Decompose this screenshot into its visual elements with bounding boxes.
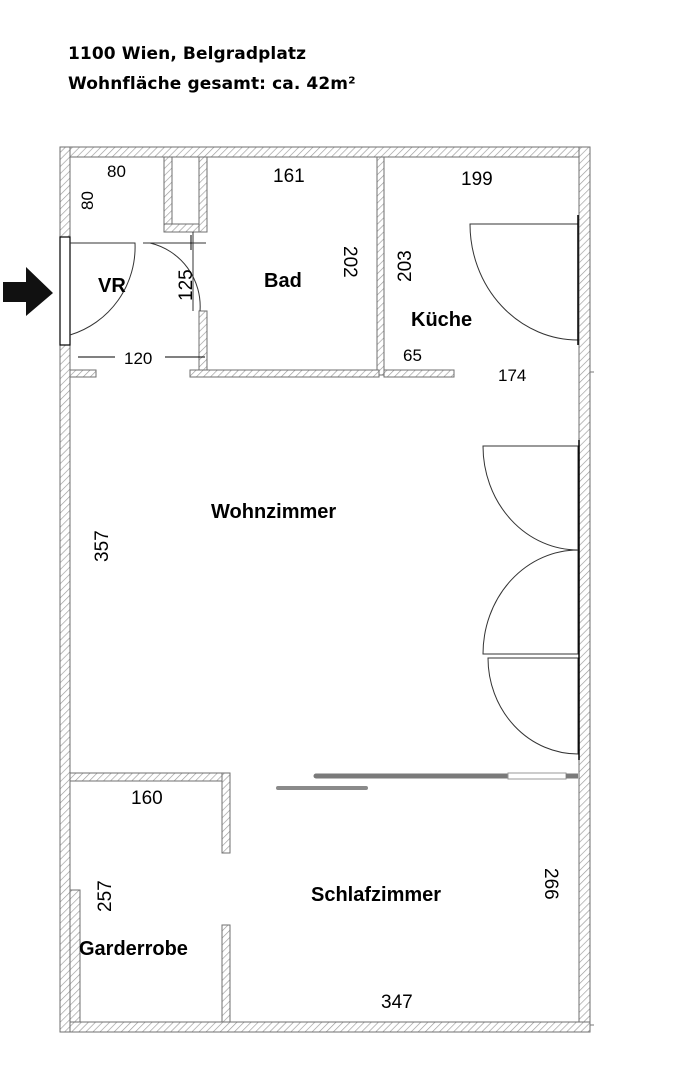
dim-kueche-width: 199	[461, 169, 493, 190]
bad-door-swing	[149, 242, 201, 312]
dim-bad-height: 202	[339, 246, 360, 278]
room-label-vr: VR	[98, 275, 126, 297]
room-label-kueche: Küche	[411, 309, 472, 331]
dim-schlaf-height: 266	[540, 868, 561, 900]
entrance-door-swing	[69, 242, 136, 336]
plan-total-area: Wohnfläche gesamt: ca. 42m²	[68, 74, 356, 94]
plan-address: 1100 Wien, Belgradplatz	[68, 44, 307, 64]
outer-wall-bottom	[59, 1021, 591, 1033]
dim-kueche-174: 174	[498, 366, 526, 385]
dim-kueche-height: 203	[395, 250, 416, 282]
outer-wall-left-upper	[59, 146, 71, 238]
bad-wall-left-upper	[198, 156, 208, 233]
dim-garderobe-width: 160	[131, 788, 163, 809]
dim-garderobe-height: 257	[95, 880, 116, 912]
dim-bad-width: 161	[273, 166, 305, 187]
dim-vr-hall: 120	[124, 349, 152, 368]
bad-wall-left-lower	[198, 310, 208, 376]
garderobe-wall-right-lower	[221, 924, 231, 1023]
bad-wall-bottom	[189, 369, 380, 378]
vr-closet-wall-left	[163, 156, 173, 230]
dim-vr-depth: 80	[78, 191, 97, 210]
room-label-bad: Bad	[264, 270, 302, 292]
garderobe-wall-right-upper	[221, 772, 231, 854]
room-label-schlafzimmer: Schlafzimmer	[311, 884, 441, 906]
dim-wohn-height: 357	[92, 530, 113, 562]
sliding-door-panel	[507, 772, 567, 780]
window-door-3-swing	[487, 657, 579, 755]
dim-kueche-65: 65	[403, 346, 422, 365]
bad-wall-right	[376, 156, 385, 376]
entrance-arrow-icon	[3, 267, 53, 316]
window-door-1-swing	[482, 445, 579, 551]
kueche-wall-bottom	[383, 369, 455, 378]
garderobe-wall-left-notch	[69, 889, 81, 1023]
window-door-2-swing	[482, 549, 579, 655]
dim-vr-width: 80	[107, 162, 126, 181]
outer-wall-left-lower	[59, 344, 71, 1033]
dim-vr-door: 125	[176, 269, 197, 301]
room-label-garderobe: Garderrobe	[79, 938, 188, 960]
entrance-door-leaf	[59, 236, 71, 346]
room-label-wohnzimmer: Wohnzimmer	[211, 501, 336, 523]
kueche-door-swing	[469, 223, 579, 341]
dim-schlaf-width: 347	[381, 992, 413, 1013]
garderobe-wall-top	[69, 772, 231, 782]
outer-wall-right	[578, 146, 591, 1033]
hall-wall-stub	[69, 369, 97, 378]
outer-wall-top	[59, 146, 591, 158]
